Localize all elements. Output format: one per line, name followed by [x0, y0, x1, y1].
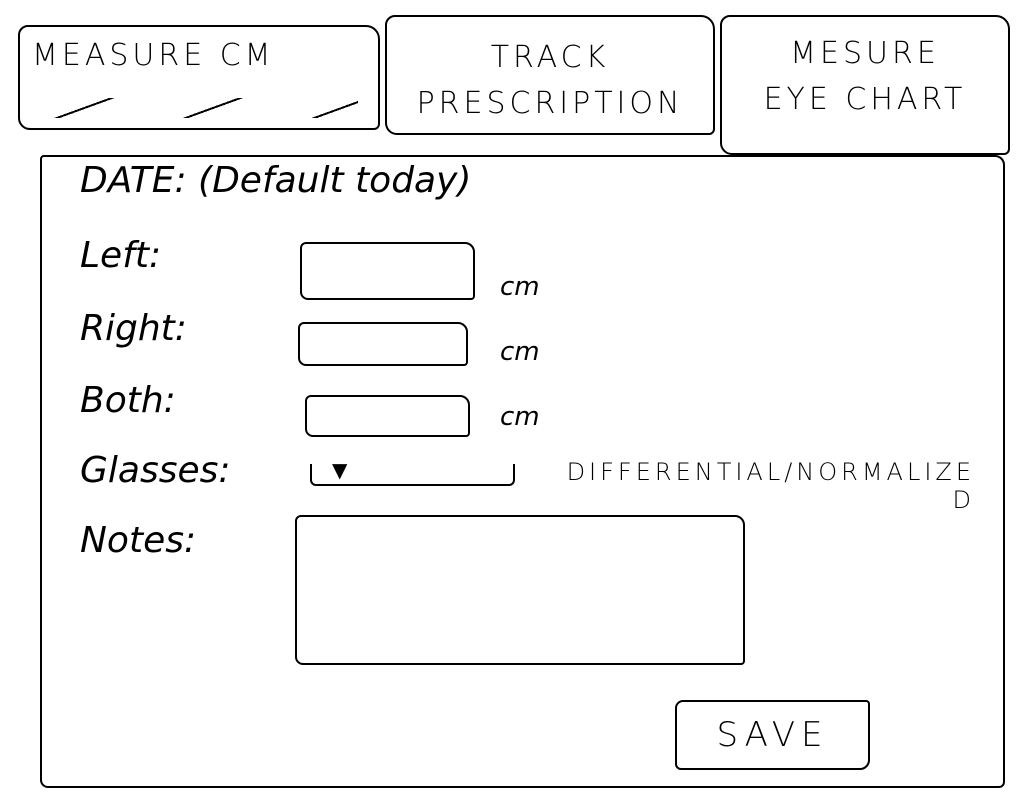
save-button[interactable]: SAVE	[675, 700, 870, 770]
glasses-select[interactable]: ▼	[310, 458, 515, 486]
glasses-label: Glasses:	[80, 450, 231, 491]
tab-measure-cm[interactable]: MEASURE CM	[18, 25, 380, 130]
left-cm-input[interactable]	[300, 242, 475, 300]
both-cm-input[interactable]	[305, 395, 470, 437]
glasses-note: DIFFERENTIAL/NORMALIZED	[566, 458, 975, 514]
left-unit: cm	[500, 272, 540, 302]
tab-label: TRACK PRESCRIPTION	[416, 40, 684, 121]
tab-track-prescription[interactable]: TRACK PRESCRIPTION	[385, 15, 715, 135]
tab-label: MESURE EYE CHART	[763, 36, 967, 117]
right-cm-input[interactable]	[298, 322, 468, 366]
both-label: Both:	[80, 380, 176, 421]
right-label: Right:	[80, 308, 187, 349]
notes-label: Notes:	[80, 520, 197, 561]
measure-cm-panel	[40, 155, 1005, 788]
date-label: DATE: (Default today)	[80, 160, 472, 201]
active-tab-hatch	[40, 98, 358, 118]
right-unit: cm	[500, 337, 540, 367]
chevron-down-icon: ▼	[332, 458, 348, 482]
notes-textarea[interactable]	[295, 515, 745, 665]
left-label: Left:	[80, 235, 162, 276]
both-unit: cm	[500, 402, 540, 432]
tab-label: MEASURE CM	[32, 38, 275, 73]
tab-measure-eye-chart[interactable]: MESURE EYE CHART	[720, 15, 1010, 155]
